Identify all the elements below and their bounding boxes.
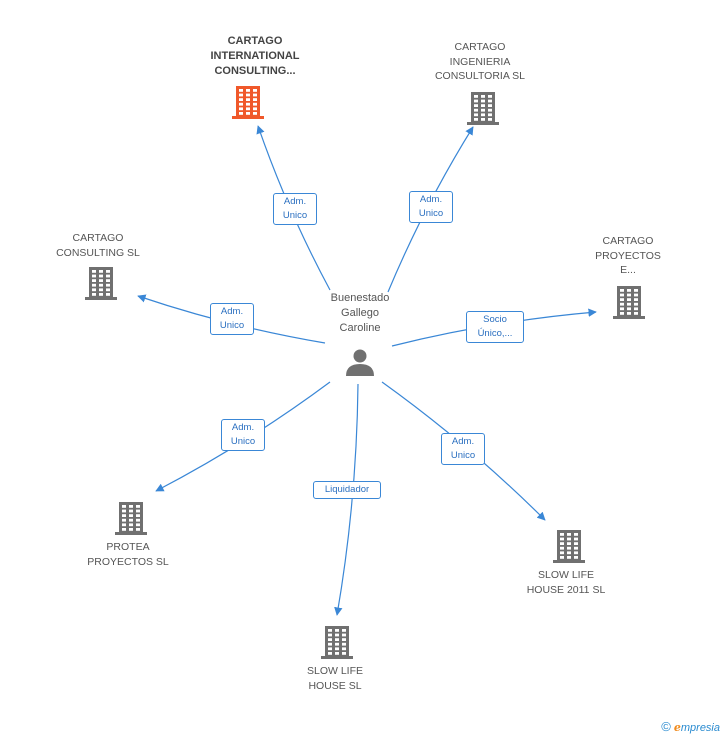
relation-label-cartago-ingenieria: Adm. Unico <box>409 191 453 223</box>
relation-label-cartago-proyectos: Socio Único,... <box>466 311 524 343</box>
building-icon-cartago-ingenieria[interactable] <box>467 92 499 125</box>
relation-label-protea: Adm. Unico <box>221 419 265 451</box>
company-label-cartago-proyectos[interactable]: CARTAGO PROYECTOS E... <box>595 235 661 276</box>
person-icon[interactable] <box>346 349 374 377</box>
company-label-cartago-consulting[interactable]: CARTAGO CONSULTING SL <box>56 232 140 259</box>
building-icon-cartago-consulting[interactable] <box>85 267 117 300</box>
relation-label-cartago-international: Adm. Unico <box>273 193 317 225</box>
company-label-cartago-ingenieria-consultoria[interactable]: CARTAGO INGENIERIA CONSULTORIA SL <box>434 41 526 82</box>
footer-brand[interactable]: ©empresia <box>661 719 720 734</box>
building-icon-protea[interactable] <box>115 502 147 535</box>
company-label-slow-life-house-2011[interactable]: SLOW LIFE HOUSE 2011 SL <box>526 569 606 596</box>
company-label-cartago-international-consulting[interactable]: CARTAGO INTERNATIONAL CONSULTING... <box>210 35 300 77</box>
edge-slh <box>334 383 359 616</box>
building-icon-slow-life[interactable] <box>321 626 353 659</box>
copyright-icon: © <box>661 719 671 734</box>
empresia-logo-e: e <box>673 721 681 734</box>
relation-label-cartago-consulting: Adm. Unico <box>210 303 254 335</box>
relation-label-slow-life-2011: Adm. Unico <box>441 433 485 465</box>
empresia-logo-text: mpresia <box>680 722 720 734</box>
relation-label-slow-life: Liquidador <box>313 481 381 499</box>
person-name[interactable]: Buenestado Gallego Caroline <box>330 292 390 334</box>
company-label-slow-life-house[interactable]: SLOW LIFE HOUSE SL <box>306 665 363 692</box>
building-icon-cartago-international[interactable] <box>232 86 264 119</box>
building-icon-cartago-proyectos[interactable] <box>613 286 645 319</box>
building-icon-slow-life-2011[interactable] <box>553 530 585 563</box>
company-label-protea-proyectos[interactable]: PROTEA PROYECTOS SL <box>87 541 169 568</box>
